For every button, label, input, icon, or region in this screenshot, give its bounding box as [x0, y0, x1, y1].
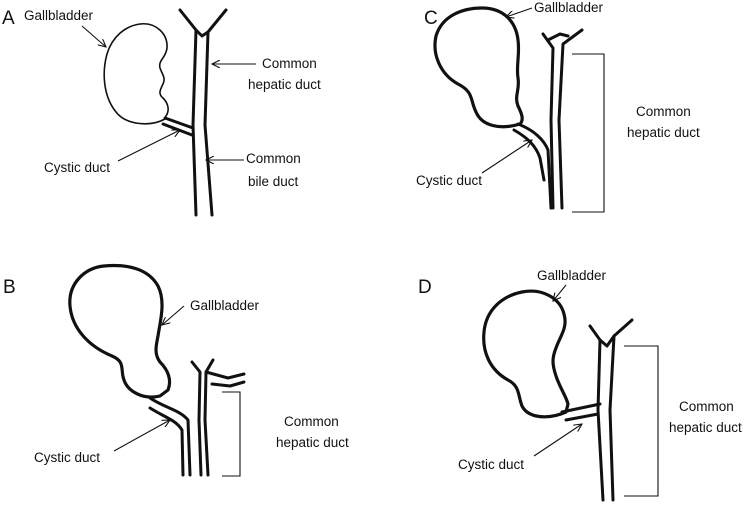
panel-d-cystic-duct-lower [564, 412, 600, 422]
panel-c-letter: C [424, 8, 438, 29]
panel-b-right-branch [204, 370, 246, 380]
panel-b-right-hepatic-duct [203, 358, 215, 477]
panel-c-common-hepatic-label-2: hepatic duct [627, 125, 700, 140]
panel-c-cystic-duct [516, 122, 553, 210]
panel-c-left-hepatic-duct [541, 32, 555, 210]
panel-d-top-join [598, 334, 616, 348]
panel-a-right-hepatic-duct [203, 8, 228, 217]
panel-d-gallbladder-label: Gallbladder [537, 268, 607, 283]
panel-b-cystic-duct-lower [148, 406, 185, 477]
panel-a-common-bile-label-2: bile duct [248, 174, 299, 189]
panel-a-cystic-label: Cystic duct [44, 160, 110, 175]
panel-b-gallbladder-shape [68, 263, 172, 399]
panel-a-gallbladder-arrow [81, 25, 106, 47]
panel-d-common-hepatic-label-2: hepatic duct [669, 420, 742, 435]
panel-d-cystic-duct [560, 402, 602, 414]
panel-b-cystic-arrow [113, 420, 170, 452]
panel-c-cystic-arrow [481, 140, 532, 174]
panel-b-gallbladder-label: Gallbladder [190, 298, 260, 313]
panel-b-letter: B [3, 277, 16, 298]
panel-c-top-join [546, 32, 570, 42]
panel-c-gallbladder-label: Gallbladder [534, 0, 604, 15]
panel-b-right-branch-lower [210, 380, 246, 388]
panel-a-gallbladder-label: Gallbladder [24, 8, 94, 23]
panel-b-gallbladder-arrow [162, 305, 185, 325]
panel-a-left-hepatic-duct [178, 8, 198, 217]
panel-c-gallbladder-shape [433, 6, 524, 129]
panel-d-cystic-arrow [533, 424, 582, 457]
panel-b-bracket [222, 391, 241, 477]
panel-c-bracket [572, 53, 605, 213]
panel-d-cystic-label: Cystic duct [458, 457, 524, 472]
panel-d-left-hepatic-duct [588, 324, 605, 502]
panel-d-bracket [624, 345, 659, 497]
panel-d: D Gallbladder Cystic duct Common hepatic… [418, 268, 742, 502]
panel-c-right-hepatic-duct [557, 28, 584, 210]
panel-b: B Gallbladder Cystic duct Common hepatic… [3, 263, 349, 477]
panel-c-gallbladder-arrow [506, 7, 533, 17]
panel-a-cystic-duct [163, 116, 195, 130]
panel-b-common-hepatic-label-1: Common [284, 414, 339, 429]
panel-a-gallbladder-shape [103, 23, 169, 125]
panel-a-duct-inner [194, 28, 210, 38]
panel-c-cystic-label: Cystic duct [416, 173, 482, 188]
panel-a-common-hepatic-label-1: Common [262, 56, 317, 71]
panel-d-common-hepatic-label-1: Common [679, 399, 734, 414]
panel-c-common-hepatic-label-1: Common [636, 104, 691, 119]
panel-a-common-hepatic-label-2: hepatic duct [248, 77, 321, 92]
panel-d-letter: D [418, 277, 432, 298]
panel-d-gallbladder-arrow [553, 284, 567, 301]
panel-b-cystic-duct [148, 396, 192, 477]
panel-b-left-hepatic-duct [190, 360, 203, 477]
panel-b-cystic-label: Cystic duct [34, 450, 100, 465]
panel-b-common-hepatic-label-2: hepatic duct [276, 435, 349, 450]
panel-d-right-hepatic-duct [608, 318, 634, 502]
panel-a: A Gallbladder Common hepatic duct Cystic… [2, 8, 321, 217]
panel-a-letter: A [2, 8, 15, 29]
panel-a-common-bile-label-1: Common [246, 151, 301, 166]
panel-a-cystic-arrow [117, 130, 180, 162]
panel-c: C Gallbladder Cystic duct Common hepatic… [416, 0, 700, 213]
panel-d-gallbladder-shape [482, 289, 570, 419]
